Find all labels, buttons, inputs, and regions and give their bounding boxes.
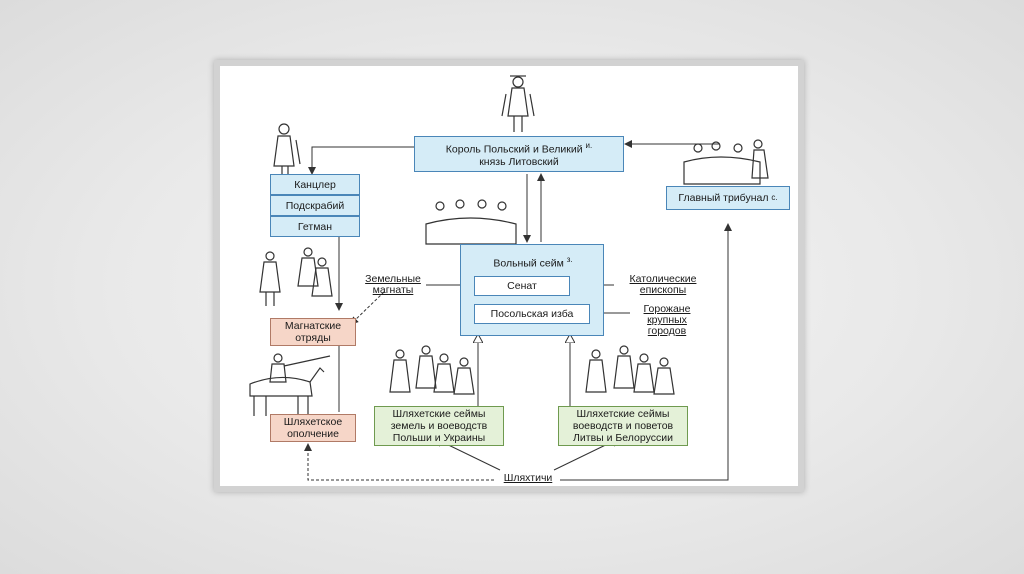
sejmik-left-box: Шляхетские сеймы земель и воеводств Поль… — [374, 406, 504, 446]
king-mark: и. — [585, 141, 593, 151]
magnates-label-l1: Земельные — [365, 273, 421, 285]
sejmik-left-l1: Шляхетские сеймы — [392, 408, 486, 420]
bishops-label: Католические епископы — [616, 274, 710, 296]
sejm-title-text: Вольный сейм — [493, 257, 564, 270]
diagram-slide: Король Польский и Великий и. князь Литов… — [214, 60, 804, 492]
official-treasurer: Подскрабий — [270, 195, 360, 216]
tribunal-figures-icon — [683, 139, 769, 185]
king-figure-icon — [501, 75, 535, 132]
chamber-box: Посольская изба — [474, 304, 590, 324]
sejmik-right-l3: Литвы и Белоруссии — [573, 432, 673, 444]
arrow-gentry-tribunal — [560, 223, 732, 481]
arrow-gentry-militia — [304, 443, 494, 481]
tribunal-mark: с. — [771, 193, 778, 202]
sejm-title: Вольный сейм з. — [478, 254, 588, 270]
official-chancellor: Канцлер — [270, 174, 360, 195]
bishops-label-l1: Католические — [629, 273, 697, 285]
townsmen-label-l1: Горожане — [643, 303, 691, 315]
sejmik-left-figures-icon — [389, 345, 475, 395]
chancellor-figure-icon — [273, 123, 301, 178]
bishops-label-l2: епископы — [639, 284, 687, 296]
sejmik-left-l2: земель и воеводств — [390, 420, 488, 432]
king-title-line1: Король Польский и Великий — [445, 143, 583, 156]
townsmen-label-l2: крупных — [647, 314, 687, 326]
king-box: Король Польский и Великий и. князь Литов… — [414, 136, 624, 172]
king-title-line2: князь Литовский — [479, 155, 559, 168]
sejmik-right-l2: воеводств и поветов — [572, 420, 674, 432]
arrow-king-officials — [308, 146, 414, 175]
sejmik-right-l1: Шляхетские сеймы — [576, 408, 670, 420]
gentry-label: Шляхтичи — [496, 473, 560, 484]
magnates-label-l2: магнаты — [372, 284, 414, 296]
tribunal-box: Главный трибунал с. — [666, 186, 790, 210]
townsmen-label: Горожане крупных городов — [630, 304, 704, 337]
sejmik-left-l3: Польши и Украины — [392, 432, 486, 444]
sejm-mark: з. — [566, 255, 573, 264]
magnates-figures-icon — [259, 247, 333, 306]
sejmik-right-figures-icon — [585, 345, 675, 395]
horseman-figure-icon — [249, 353, 331, 416]
magnates-label: Земельные магнаты — [360, 274, 426, 296]
gentry-militia-l1: Шляхетское — [283, 416, 343, 428]
magnate-units-box: Магнатские отряды — [270, 318, 356, 346]
townsmen-label-l3: городов — [647, 325, 687, 337]
gentry-militia-l2: ополчение — [287, 428, 339, 440]
tribunal-title: Главный трибунал — [678, 192, 769, 204]
magnate-units-l1: Магнатские — [284, 320, 342, 332]
official-hetman: Гетман — [270, 216, 360, 237]
senate-box: Сенат — [474, 276, 570, 296]
gentry-militia-box: Шляхетское ополчение — [270, 414, 356, 442]
sejmik-right-box: Шляхетские сеймы воеводств и поветов Лит… — [558, 406, 688, 446]
sejm-figures-icon — [425, 199, 517, 245]
magnate-units-l2: отряды — [295, 332, 331, 344]
arrow-magnates-units — [350, 291, 385, 325]
